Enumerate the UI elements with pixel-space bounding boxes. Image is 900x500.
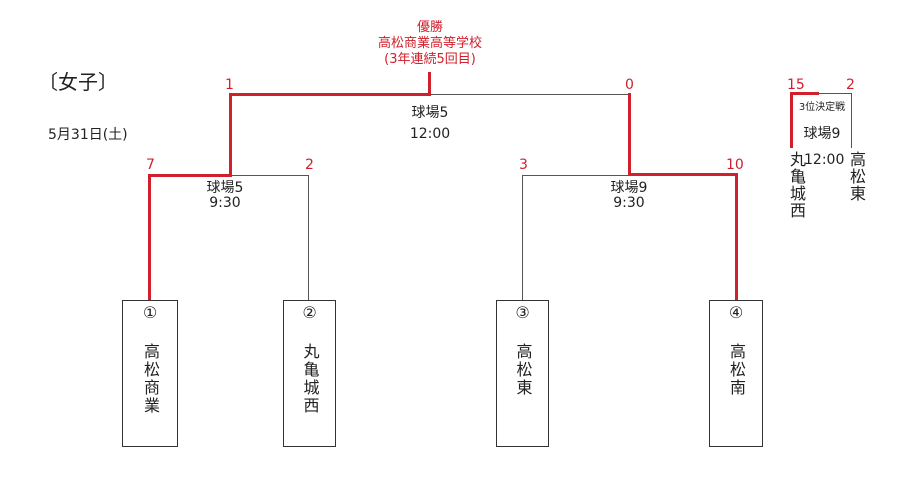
third-score-left: 15: [787, 77, 805, 93]
semi-left-score-right: 2: [305, 157, 314, 173]
winner-banner: 優勝 高松商業高等学校 (3年連続5回目): [330, 20, 530, 68]
semi-right-top-black: [522, 175, 630, 176]
team-box-4: ④ 高松南: [709, 300, 763, 447]
champion-stem-line: [428, 72, 431, 96]
team-name-4: 高松南: [727, 343, 746, 397]
final-score-right: 0: [625, 77, 634, 93]
division-title: 〔女子〕: [38, 70, 118, 94]
final-time: 12:00: [409, 126, 451, 142]
third-top-red: [790, 92, 819, 95]
semi-left-top-red: [148, 174, 232, 177]
winner-school: 高松商業高等学校: [377, 36, 482, 51]
final-left-top-line: [229, 93, 429, 96]
final-right-vertical: [628, 93, 631, 175]
semi-left-time: 9:30: [209, 195, 241, 211]
semi-right-score-left: 3: [519, 157, 528, 173]
match-date: 5月31日(土): [48, 127, 128, 143]
final-right-top-line: [429, 94, 630, 95]
third-place-time: 12:00: [804, 152, 845, 168]
team-box-1: ① 高松商業: [122, 300, 178, 447]
team-box-2: ② 丸亀城西: [283, 300, 336, 447]
third-score-right: 2: [846, 77, 855, 93]
winner-label: 優勝: [416, 20, 443, 35]
team-name-1: 高松商業: [141, 343, 160, 415]
semi-left-right-vertical: [308, 175, 309, 300]
third-place-venue: 球場9: [803, 126, 841, 142]
semi-right-venue: 球場9: [610, 180, 648, 196]
team-number-4: ④: [728, 303, 744, 322]
team-number-3: ③: [515, 303, 530, 322]
team-name-3: 高松東: [513, 343, 533, 397]
team-number-2: ②: [302, 303, 317, 322]
final-venue: 球場5: [411, 105, 449, 121]
semi-left-left-vertical: [148, 174, 151, 300]
team-number-1: ①: [142, 303, 158, 322]
third-right-vertical: [851, 93, 852, 148]
semi-left-top-black: [231, 175, 309, 176]
semi-right-time: 9:30: [613, 195, 645, 211]
team-name-2: 丸亀城西: [300, 343, 320, 415]
third-team-left: 丸亀城西: [787, 151, 806, 219]
third-team-right: 高松東: [847, 151, 866, 202]
third-place-label: 3位決定戦: [798, 102, 846, 113]
final-score-left: 1: [225, 77, 234, 93]
semi-left-venue: 球場5: [206, 180, 244, 196]
winner-note: (3年連続5回目): [384, 52, 476, 67]
semi-left-score-left: 7: [146, 157, 155, 173]
semi-right-left-vertical: [522, 175, 523, 300]
team-box-3: ③ 高松東: [496, 300, 549, 447]
semi-right-right-vertical: [735, 173, 738, 300]
semi-right-top-red: [628, 173, 738, 176]
final-left-vertical: [229, 93, 232, 176]
third-top-black: [818, 93, 852, 94]
semi-right-score-right: 10: [726, 157, 744, 173]
third-left-vertical: [790, 92, 793, 148]
